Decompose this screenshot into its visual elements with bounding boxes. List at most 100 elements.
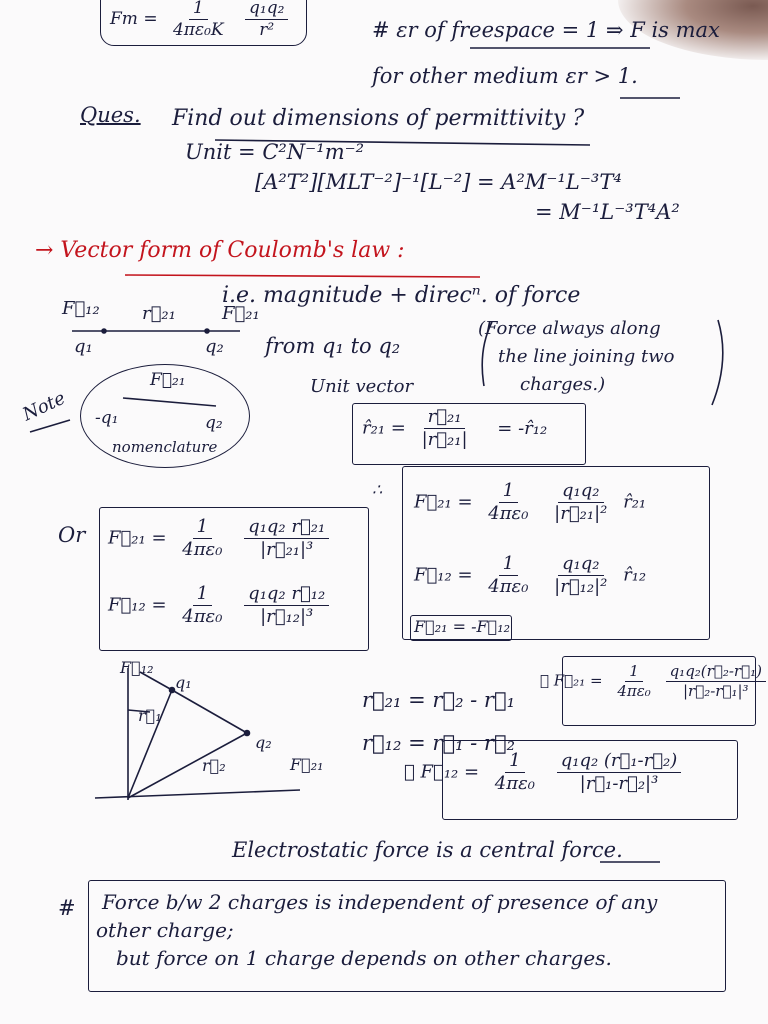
f21-position-box (562, 656, 756, 726)
f12-position-box (442, 740, 738, 820)
q2-label: q₂ (205, 336, 224, 357)
question-label: Ques. (80, 103, 141, 127)
numerator: 1 (192, 518, 213, 539)
r21-label: r⃗₂₁ (142, 303, 176, 324)
numerator: q₁q₂ (558, 555, 604, 576)
nomenclature-q1: -q₁ (95, 408, 119, 428)
final-note-box (88, 880, 726, 992)
denominator: |r⃗₂₁| (421, 429, 468, 450)
denominator: |r⃗₁-r⃗₂|³ (579, 773, 659, 794)
nomenclature-line (122, 397, 217, 407)
f12-label: F⃗₁₂ (62, 298, 100, 319)
numerator: 1 (505, 752, 525, 773)
numerator: q₁q₂(r⃗₂-r⃗₁) (665, 664, 766, 682)
pos-q1-label: q₁ (175, 673, 192, 692)
heading-underline (124, 274, 481, 278)
denominator: 4πε₀ (494, 773, 535, 794)
lhs: F⃗₁₂ = (414, 564, 473, 586)
coulomb-medium-formula-box (100, 0, 307, 46)
force-note-bracket (481, 321, 493, 387)
nomenclature-label: nomenclature (112, 438, 218, 456)
q1-label: q₁ (74, 336, 93, 357)
force-note-1: (Force always along (478, 318, 661, 339)
numerator: 1 (498, 482, 519, 503)
lhs: ∴ F⃗₂₁ = (540, 671, 603, 690)
note-freespace: # εr of freespace = 1 ⇒ F is max (372, 18, 720, 42)
unit-vector-label: Unit vector (310, 376, 414, 397)
unit-vector-rhs: = -r̂₁₂ (497, 417, 548, 439)
r12-equation: r⃗₁₂ = r⃗₁ - r⃗₂ (362, 731, 515, 755)
denominator: 4πε₀ (182, 606, 223, 627)
force-note-3: charges.) (520, 374, 606, 395)
denominator: 4πε₀ (617, 682, 651, 700)
pos-f21-label: F⃗₂₁ (290, 755, 324, 774)
r1-vector (127, 689, 173, 799)
final-note-line-1: Force b/w 2 charges is independent of pr… (102, 890, 658, 914)
numerator: q₁q₂ r⃗₁₂ (244, 585, 330, 606)
lhs: ∴ F⃗₁₂ = (404, 761, 480, 783)
final-note-line-2: other charge; (96, 918, 234, 942)
unit-vector: r̂₂₁ (623, 491, 647, 513)
final-note-line-3: but force on 1 charge depends on other c… (116, 946, 612, 970)
q1-dot (101, 328, 107, 334)
numerator: q₁q₂ (r⃗₁-r⃗₂) (556, 752, 682, 773)
dimension-result: = M⁻¹L⁻³T⁴A² (535, 200, 680, 224)
lhs: F⃗₂₁ = (414, 491, 473, 513)
numerator: q₁q₂ (558, 482, 604, 503)
dimension-line: [A²T²][MLT⁻²]⁻¹[L⁻²] = A²M⁻¹L⁻³T⁴ (255, 170, 622, 194)
lhs: F⃗₂₁ = (108, 527, 167, 549)
force-note-2: the line joining two (498, 346, 675, 367)
left-formula-box (99, 507, 369, 651)
right-formula-box (402, 466, 710, 640)
nomenclature-f21: F⃗₂₁ (150, 370, 186, 390)
therefore-mark: ∴ (372, 480, 383, 499)
force-note-bracket-right (711, 319, 724, 406)
f12-arrow (139, 671, 173, 691)
denominator: 4πε₀ (182, 539, 223, 560)
from-q1-to-q2: from q₁ to q₂ (265, 334, 401, 358)
denominator: |r⃗₁₂|³ (260, 606, 314, 627)
denominator: |r⃗₂-r⃗₁|³ (682, 682, 749, 700)
q2-dot (204, 328, 210, 334)
pos-q2-dot (243, 729, 251, 737)
unit-vector-formula: r̂₂₁ = r⃗₂₁|r⃗₂₁| = -r̂₁₂ (362, 408, 547, 449)
formula-lhs: Fm = (110, 9, 158, 29)
theta-arc (127, 709, 151, 713)
ie-line: i.e. magnitude + direcⁿ. of force (222, 283, 581, 308)
unit-line: Unit = C²N⁻¹m⁻² (185, 140, 365, 164)
newton-third-box (410, 615, 512, 641)
pos-q2-label: q₂ (255, 733, 272, 752)
denominator: |r⃗₂₁|³ (260, 539, 314, 560)
permittivity-underline (214, 139, 591, 146)
pos-q1-dot (168, 686, 176, 694)
f21-label: F⃗₂₁ (222, 303, 260, 324)
nomenclature-q2: q₂ (205, 413, 223, 433)
numerator: 1 (192, 585, 213, 606)
denominator: r² (259, 20, 275, 40)
question-text: Find out dimensions of permittivity ? (172, 106, 585, 131)
note-underline (29, 419, 71, 433)
denominator: |r⃗₂₁|² (554, 503, 608, 524)
or-label: Or (58, 523, 86, 547)
pos-r2-label: r⃗₂ (202, 756, 226, 775)
r2-vector (127, 732, 248, 799)
numerator: 1 (188, 0, 208, 20)
note-medium: for other medium εr > 1. (372, 64, 638, 88)
denominator: 4πε₀ (488, 503, 529, 524)
denominator: |r⃗₁₂|² (554, 576, 608, 597)
numerator: 1 (498, 555, 519, 576)
unit-vector-lhs: r̂₂₁ = (362, 417, 406, 439)
unit-vector: r̂₁₂ (623, 564, 647, 586)
newton-third: F⃗₂₁ = -F⃗₁₂ (414, 617, 511, 636)
central-force-statement: Electrostatic force is a central force. (232, 838, 623, 862)
q1-q2-line (171, 689, 248, 734)
denominator: 4πε₀K (172, 20, 224, 40)
lhs: F⃗₁₂ = (108, 594, 167, 616)
